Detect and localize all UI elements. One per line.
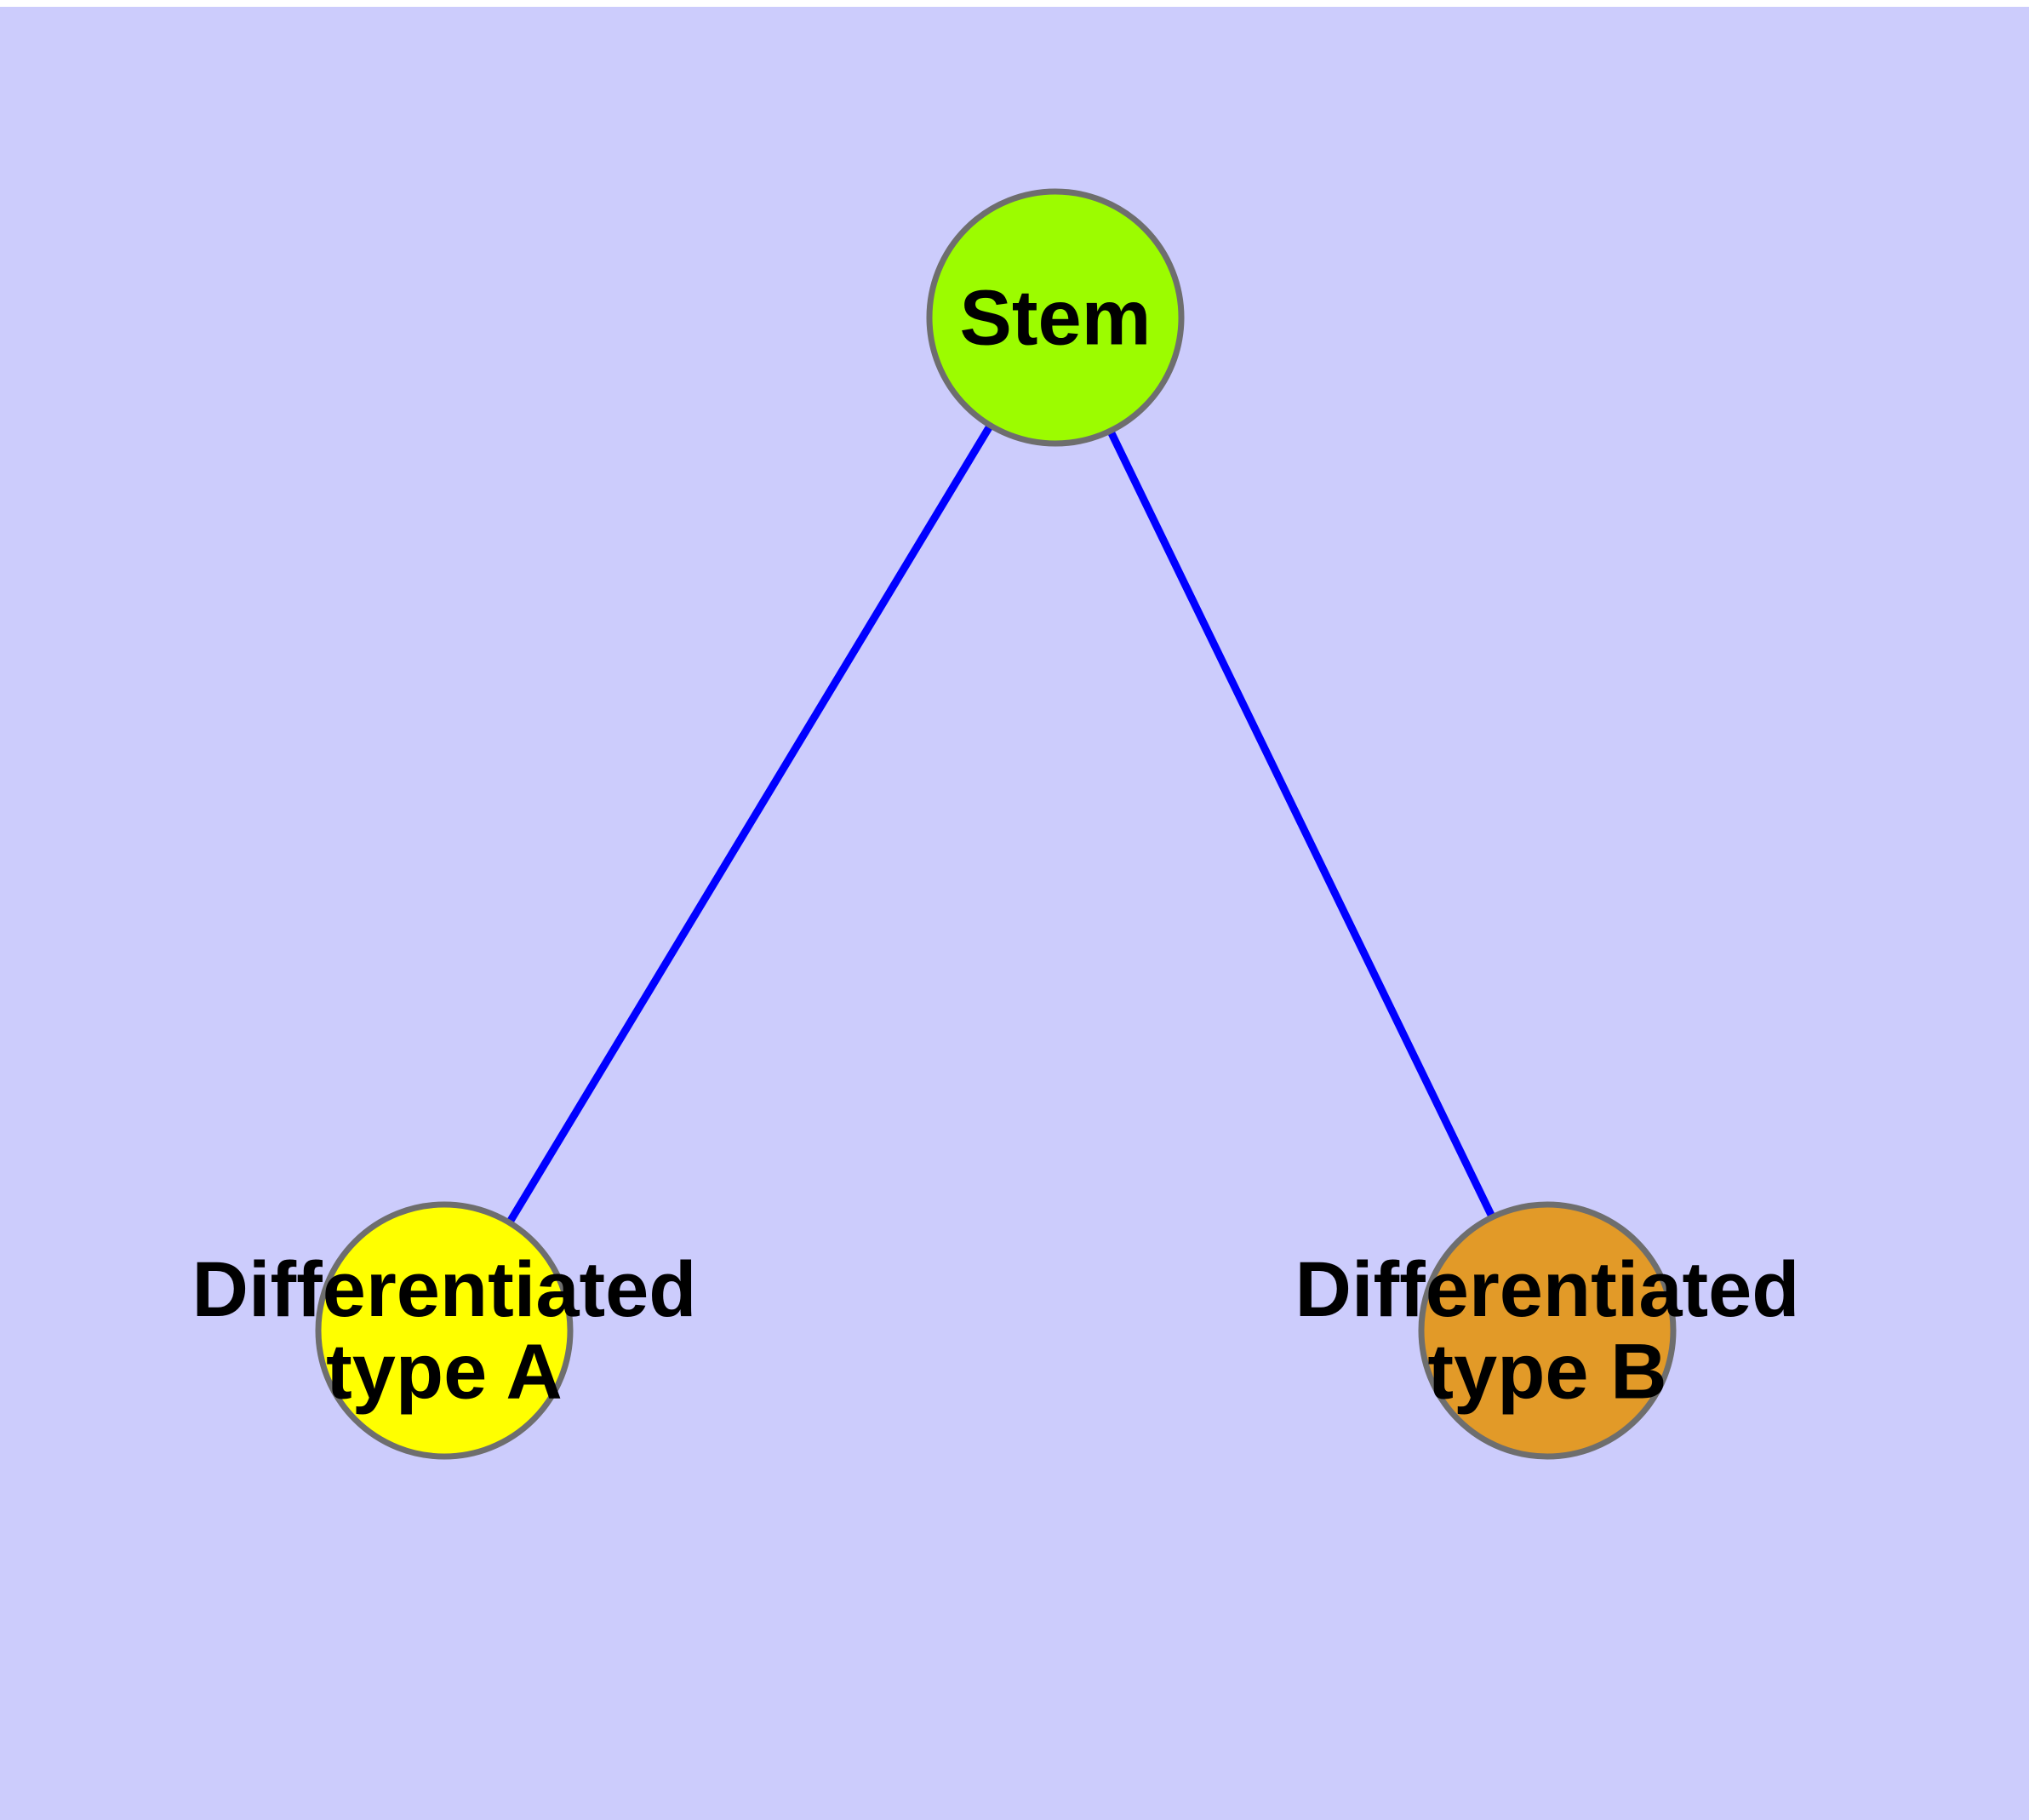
edges-layer bbox=[441, 315, 1552, 1333]
node-label-line: type A bbox=[326, 1329, 563, 1416]
node-label-line: Differentiated bbox=[192, 1246, 697, 1333]
edge-stem-to-differentiated-type-b[interactable] bbox=[1051, 316, 1552, 1332]
node-differentiated-type-b[interactable] bbox=[1418, 1201, 1677, 1460]
node-differentiated-type-b-circle[interactable] bbox=[1418, 1201, 1677, 1460]
node-stem-label: Stem bbox=[960, 274, 1152, 361]
node-label-line: Stem bbox=[960, 274, 1152, 361]
node-stem-circle[interactable] bbox=[926, 188, 1185, 447]
node-stem[interactable] bbox=[926, 188, 1185, 447]
edge-stem-to-differentiated-type-a[interactable] bbox=[441, 315, 1059, 1333]
node-differentiated-type-a[interactable] bbox=[315, 1201, 574, 1460]
nodes-layer bbox=[315, 188, 1677, 1460]
node-label-line: Differentiated bbox=[1295, 1246, 1800, 1333]
node-differentiated-type-a-circle[interactable] bbox=[315, 1201, 574, 1460]
node-label-line: type B bbox=[1427, 1329, 1666, 1416]
